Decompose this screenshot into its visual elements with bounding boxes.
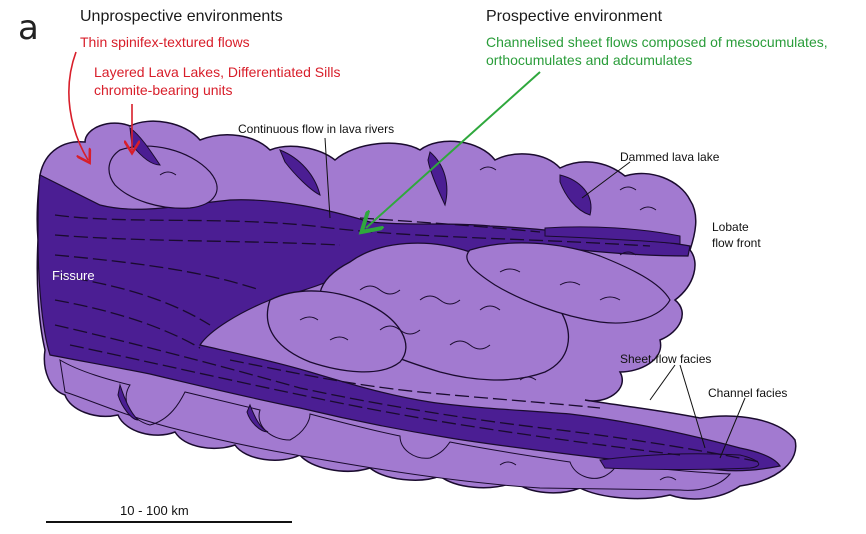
label-sheet-flow: Sheet-flow facies <box>620 352 711 366</box>
panel-letter: a <box>18 8 39 49</box>
label-channel-facies: Channel facies <box>708 386 787 400</box>
label-lobate-1: Lobate <box>712 220 749 234</box>
label-channelised-2: orthocumulates and adcumulates <box>486 52 692 69</box>
label-lobate-2: flow front <box>712 236 761 250</box>
scale-bar-label: 10 - 100 km <box>120 503 189 519</box>
heading-prospective: Prospective environment <box>486 7 662 26</box>
label-lava-lakes-1: Layered Lava Lakes, Differentiated Sills <box>94 64 340 81</box>
label-fissure: Fissure <box>52 268 95 284</box>
label-dammed-lake: Dammed lava lake <box>620 150 719 164</box>
heading-unprospective: Unprospective environments <box>80 7 283 26</box>
label-lava-lakes-2: chromite-bearing units <box>94 82 233 99</box>
label-continuous-flow: Continuous flow in lava rivers <box>238 122 394 136</box>
label-spinifex: Thin spinifex-textured flows <box>80 34 250 51</box>
label-channelised-1: Channelised sheet flows composed of meso… <box>486 34 828 51</box>
